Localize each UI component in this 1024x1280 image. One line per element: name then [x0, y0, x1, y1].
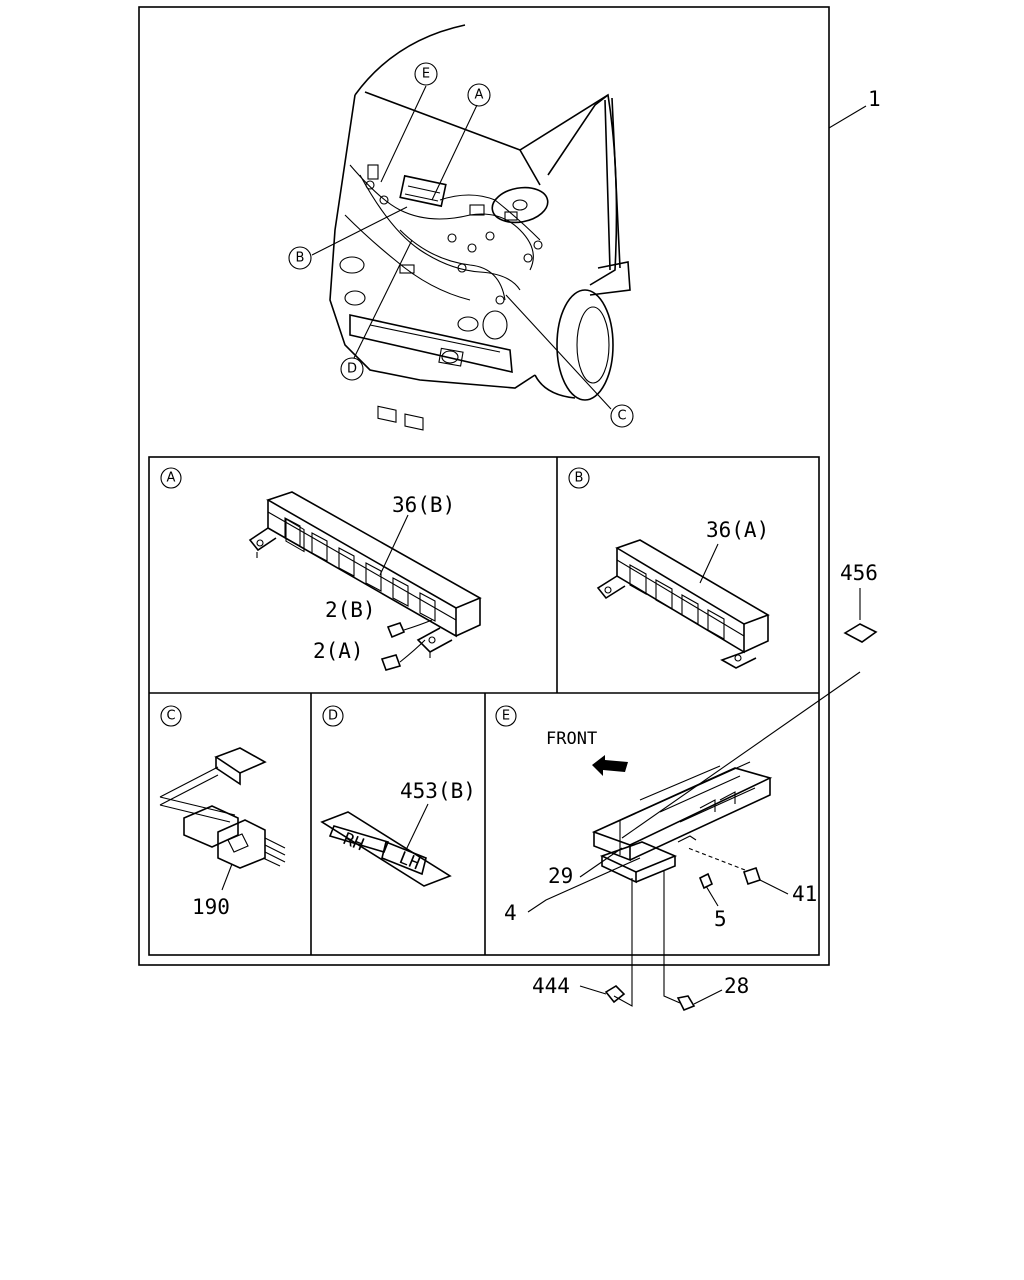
- label-1: 1: [868, 87, 881, 111]
- leader-190: [221, 863, 233, 891]
- panel-C-letter: C: [160, 705, 182, 727]
- leader-444: [613, 878, 633, 1007]
- detail-panels-frame: [148, 456, 820, 956]
- screw-28: [676, 995, 696, 1012]
- label-tape-453b: RH LH: [320, 811, 452, 887]
- front-direction-label: FRONT: [546, 729, 597, 749]
- panel-E-letter: E: [495, 705, 517, 727]
- callout-E: E: [414, 62, 438, 86]
- relay-2b: [386, 619, 433, 639]
- svg-text:E: E: [422, 67, 430, 82]
- label-41: 41: [792, 882, 817, 906]
- label-2b: 2(B): [325, 598, 376, 622]
- dash-41: [687, 847, 746, 871]
- leader-1: [828, 105, 867, 129]
- leader-29: [579, 847, 623, 878]
- label-190: 190: [192, 895, 230, 919]
- callout-A: A: [467, 83, 491, 107]
- label-453b: 453(B): [400, 779, 476, 803]
- relay-box-36b: [248, 491, 482, 658]
- leader-453b: [405, 803, 429, 851]
- leader-456-to-e: [621, 671, 861, 839]
- label-5: 5: [714, 907, 727, 931]
- clip-444: [604, 984, 626, 1004]
- svg-text:E: E: [502, 709, 510, 724]
- leader-5: [705, 885, 719, 907]
- label-36b: 36(B): [392, 493, 455, 517]
- callout-D: D: [340, 357, 364, 381]
- leader-28b: [693, 989, 723, 1005]
- connector-190: [159, 747, 286, 869]
- callout-C: C: [610, 404, 634, 428]
- label-29: 29: [548, 864, 573, 888]
- label-28: 28: [724, 974, 749, 998]
- leader-444b: [579, 985, 607, 995]
- svg-text:B: B: [296, 251, 305, 266]
- svg-text:D: D: [328, 709, 338, 724]
- leader-41: [759, 879, 789, 895]
- svg-text:D: D: [347, 362, 357, 377]
- truck-cab-illustration: [311, 24, 631, 431]
- label-444: 444: [532, 974, 570, 998]
- relay-box-36a: [596, 539, 770, 669]
- label-456: 456: [840, 561, 878, 585]
- fuse-5: [698, 872, 714, 890]
- panel-D-letter: D: [322, 705, 344, 727]
- assembly-frame: [138, 6, 830, 966]
- leader-36a: [699, 543, 719, 584]
- callout-B: B: [288, 246, 312, 270]
- fuse-block-4: [591, 761, 773, 884]
- leader-36b: [379, 514, 409, 576]
- svg-text:C: C: [617, 409, 626, 424]
- svg-text:C: C: [166, 709, 175, 724]
- label-sheet-456: [843, 623, 878, 643]
- panel-A-letter: A: [160, 467, 182, 489]
- fuse-41: [742, 866, 762, 886]
- label-4: 4: [504, 901, 517, 925]
- front-arrow-icon: [592, 755, 628, 776]
- svg-text:A: A: [475, 88, 484, 103]
- tape-mark-rh: RH: [340, 829, 366, 855]
- panel-B-letter: B: [568, 467, 590, 489]
- label-2a: 2(A): [313, 639, 364, 663]
- leader-28: [663, 870, 681, 1004]
- svg-text:B: B: [575, 471, 584, 486]
- svg-text:A: A: [167, 471, 176, 486]
- relay-2a: [380, 639, 426, 671]
- leader-4: [527, 857, 641, 913]
- label-36a: 36(A): [706, 518, 769, 542]
